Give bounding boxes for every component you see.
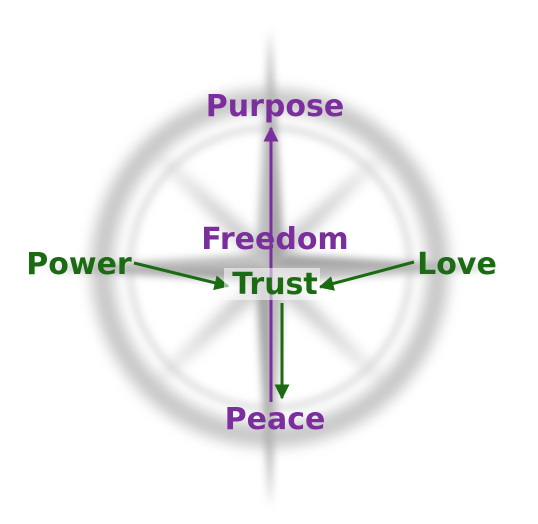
label-peace: Peace [225,402,326,437]
label-trust: Trust [232,267,318,302]
label-power: Power [26,247,132,282]
compass-point-e [270,254,500,268]
arrow-love-to-trust [318,260,415,291]
label-purpose: Purpose [206,89,344,124]
label-freedom: Freedom [201,222,348,257]
label-love: Love [417,247,497,282]
compass-point-n [270,28,284,268]
compass-point-s [256,268,270,508]
arrow-power-to-trust [133,261,230,291]
arrows [133,126,415,402]
compass-point-w [40,268,270,282]
